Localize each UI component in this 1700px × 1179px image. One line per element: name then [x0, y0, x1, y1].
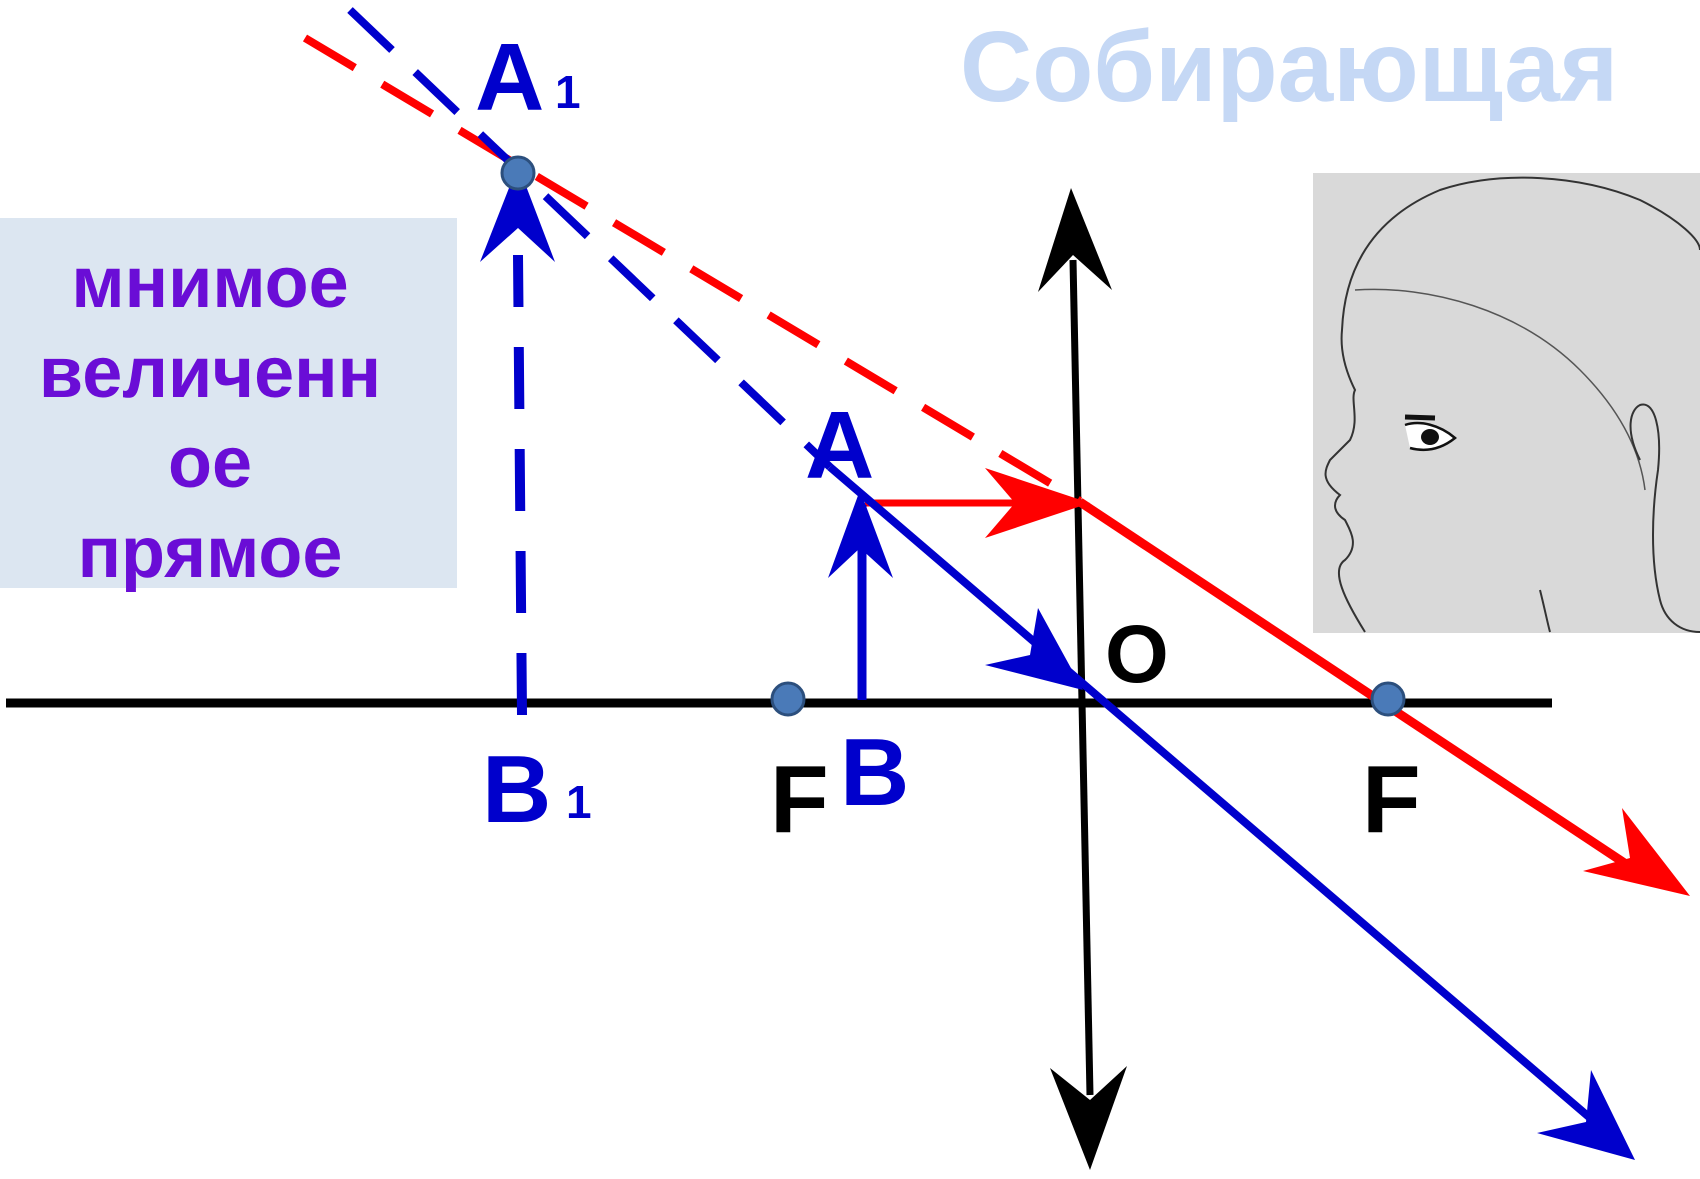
red-ray-arrowhead-1 — [985, 468, 1090, 538]
point-a1 — [500, 155, 536, 191]
info-line-1: мнимое — [71, 243, 349, 323]
label-f-right: F — [1362, 746, 1421, 853]
point-f-right — [1370, 681, 1406, 717]
label-f-left: F — [770, 746, 829, 853]
label-a: A — [805, 392, 874, 499]
blue-ray-central — [827, 463, 1613, 1139]
image-arrowhead — [480, 165, 555, 262]
label-b: B — [840, 719, 909, 826]
label-a1-subscript: 1 — [555, 66, 581, 118]
eye-profile-illustration — [1313, 173, 1700, 633]
red-ray-refracted — [1077, 498, 1653, 884]
label-o: O — [1105, 609, 1169, 700]
label-a1: A — [475, 24, 544, 131]
blue-ray-arrowhead-2 — [1537, 1070, 1635, 1160]
blue-ray-arrowhead-1 — [985, 608, 1083, 690]
red-ray-arrowhead-2 — [1583, 808, 1690, 896]
info-line-4: прямое — [77, 513, 343, 593]
info-box — [0, 218, 457, 588]
point-f-left — [770, 681, 806, 717]
image-properties-text: мнимое величенн ое прямое — [0, 238, 560, 598]
lens-type-title: Собирающая — [960, 11, 1619, 123]
object-arrowhead — [828, 490, 893, 578]
blue-ray-virtual-extension — [347, 7, 833, 470]
label-b1: B — [482, 736, 551, 843]
red-ray-virtual-extension — [302, 34, 1083, 505]
info-line-2: величенн — [38, 333, 382, 413]
image-arrow-a1b1 — [513, 254, 527, 716]
label-b1-subscript: 1 — [566, 776, 592, 828]
info-line-3: ое — [167, 423, 253, 503]
